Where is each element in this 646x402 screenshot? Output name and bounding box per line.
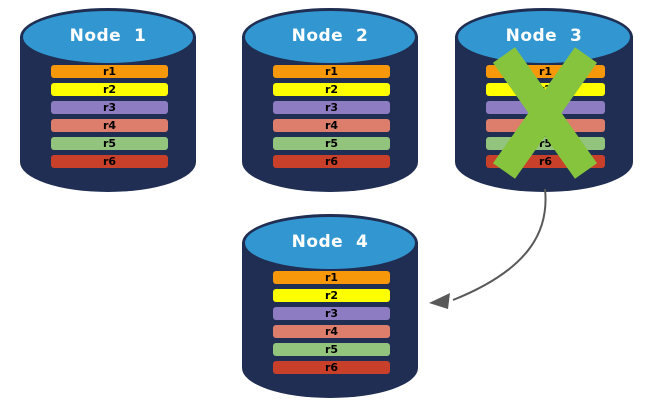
record-label: r6 (324, 155, 339, 168)
record-label: r1 (324, 65, 339, 78)
node-2-label: Node 2 (291, 26, 369, 46)
record-row: r3 (273, 307, 390, 320)
record-label: r1 (538, 65, 553, 78)
node-1-cylinder: Node 1 r1 r2 r3 r4 r5 r6 (20, 8, 196, 192)
failure-x-icon (492, 47, 598, 179)
record-label: r3 (102, 101, 117, 114)
record-row: r6 (273, 361, 390, 374)
record-label: r4 (102, 119, 117, 132)
record-row: r2 (273, 83, 390, 96)
record-row: r4 (51, 119, 168, 132)
node-3-cylinder-top: Node 3 (455, 8, 633, 66)
record-row: r5 (273, 137, 390, 150)
node-3-label: Node 3 (505, 26, 583, 46)
record-label: r3 (324, 307, 339, 320)
record-label: r2 (324, 289, 339, 302)
node-2-rows: r1 r2 r3 r4 r5 r6 (273, 65, 390, 168)
node-4-cylinder-top: Node 4 (242, 214, 418, 272)
record-label: r1 (102, 65, 117, 78)
record-label: r1 (324, 271, 339, 284)
record-label: r6 (324, 361, 339, 374)
record-row: r5 (51, 137, 168, 150)
record-row: r1 (51, 65, 168, 78)
record-label: r4 (324, 325, 339, 338)
record-row: r2 (51, 83, 168, 96)
record-label: r2 (324, 83, 339, 96)
node-2-cylinder: Node 2 r1 r2 r3 r4 r5 r6 (242, 8, 418, 192)
record-label: r5 (324, 343, 339, 356)
record-label: r5 (102, 137, 117, 150)
record-label: r6 (538, 155, 553, 168)
node-4-rows: r1 r2 r3 r4 r5 r6 (273, 271, 390, 374)
record-row: r6 (51, 155, 168, 168)
node-1-cylinder-top: Node 1 (20, 8, 196, 66)
record-label: r3 (324, 101, 339, 114)
record-row: r3 (273, 101, 390, 114)
node-4-label: Node 4 (291, 232, 369, 252)
record-row: r6 (273, 155, 390, 168)
record-label: r6 (102, 155, 117, 168)
record-label: r2 (102, 83, 117, 96)
replication-arrow (429, 188, 547, 309)
record-row: r5 (273, 343, 390, 356)
record-row: r1 (273, 271, 390, 284)
arrowhead-icon (429, 293, 450, 309)
record-row: r2 (273, 289, 390, 302)
record-row: r4 (273, 119, 390, 132)
node-1-rows: r1 r2 r3 r4 r5 r6 (51, 65, 168, 168)
node-4-cylinder: Node 4 r1 r2 r3 r4 r5 r6 (242, 214, 418, 398)
node-1-label: Node 1 (69, 26, 147, 46)
record-row: r3 (51, 101, 168, 114)
record-label: r4 (324, 119, 339, 132)
record-label: r5 (324, 137, 339, 150)
record-row: r4 (273, 325, 390, 338)
record-row: r1 (273, 65, 390, 78)
node-2-cylinder-top: Node 2 (242, 8, 418, 66)
node-3-cylinder: Node 3 r1 r2 r3 r4 r5 r6 (455, 8, 633, 192)
